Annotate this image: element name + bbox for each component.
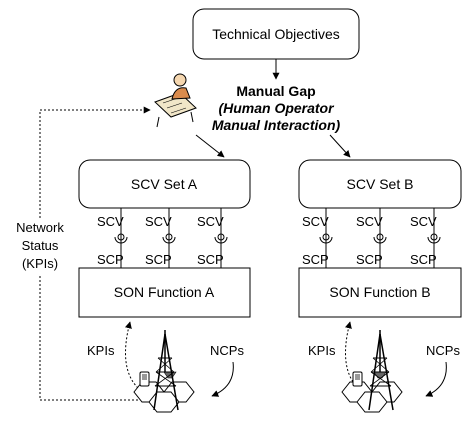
manual-gap-subtitle-line1: (Human Operator [218,100,335,116]
scv-label-a1: SCV [97,214,124,229]
arrow-to-scv-set-a [195,134,225,158]
scv-label-a2: SCV [145,214,172,229]
kpis-label-b: KPIs [308,343,336,358]
column-b: SCV Set B SCV SCV SCV SCP SCP SCP SON Fu… [298,159,462,413]
son-function-b-label: SON Function B [329,284,430,300]
scv-set-a-label: SCV Set A [131,176,198,192]
kpis-arrow-a [125,321,139,389]
scv-label-b2: SCV [356,214,383,229]
technical-objectives-label: Technical Objectives [212,26,340,42]
scv-set-b-label: SCV Set B [347,176,414,192]
kpis-label-a: KPIs [87,343,115,358]
ncps-label-b: NCPs [426,343,460,358]
scp-label-b3: SCP [410,252,437,267]
scv-label-b1: SCV [302,214,329,229]
manual-gap-title: Manual Gap [236,83,315,99]
son-function-a-box [78,267,251,318]
column-a: SCV Set A SCV SCV SCV SCP SCP SCP SON Fu… [78,159,251,413]
arrow-to-scv-set-b [329,134,351,158]
scp-label-a3: SCP [197,252,224,267]
scp-label-b2: SCP [356,252,383,267]
network-status-feedback-line [39,106,151,401]
scv-label-b3: SCV [410,214,437,229]
network-status-line2: Status [22,238,59,253]
technical-objectives-box: Technical Objectives [192,8,360,60]
human-operator-icon [154,73,197,128]
ncps-arrow-a [211,361,234,397]
manual-gap-text: Manual Gap (Human Operator Manual Intera… [212,83,341,133]
scp-label-a1: SCP [97,252,124,267]
son-function-b-box [298,267,462,318]
ncps-arrow-b [425,361,447,397]
manual-gap-subtitle-line2: Manual Interaction) [212,117,341,133]
scp-label-a2: SCP [145,252,172,267]
network-status-line1: Network [16,220,64,235]
son-function-a-label: SON Function A [114,284,215,300]
network-status-line3: (KPIs) [22,256,58,271]
scv-label-a3: SCV [197,214,224,229]
network-status-label: Network Status (KPIs) [10,220,72,276]
scv-set-a-box [78,159,251,209]
cell-tower-icon-a [133,330,195,413]
ncps-label-a: NCPs [210,343,244,358]
cell-tower-icon-b [341,330,403,413]
scp-label-b1: SCP [302,252,329,267]
